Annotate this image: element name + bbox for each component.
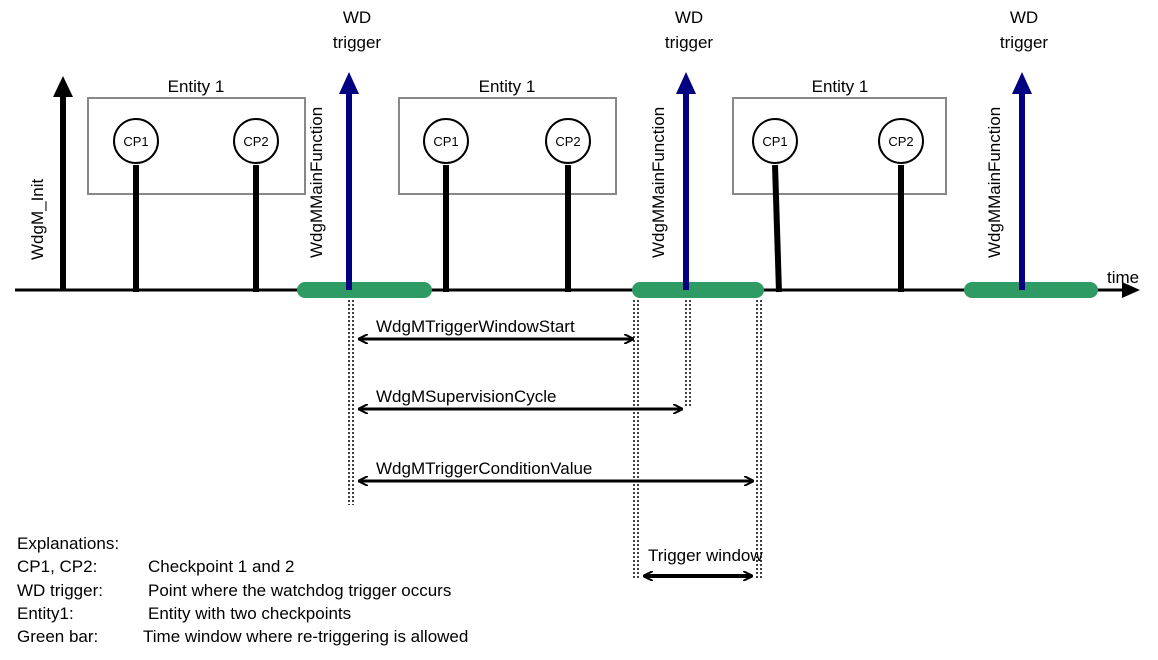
cp1-label: CP1 bbox=[123, 134, 148, 149]
explanations-title: Explanations: bbox=[17, 534, 119, 553]
trigger-window-dimension: Trigger window bbox=[644, 546, 763, 576]
entity-label: Entity 1 bbox=[479, 77, 536, 96]
cp1-label: CP1 bbox=[762, 134, 787, 149]
explanation-desc: Point where the watchdog trigger occurs bbox=[148, 581, 451, 600]
main-function-label: WdgMMainFunction bbox=[985, 107, 1004, 258]
wd-trigger-label-line2: trigger bbox=[1000, 33, 1049, 52]
explanation-term: Entity1: bbox=[17, 604, 74, 623]
wd-trigger-3: WdgMMainFunction WD trigger bbox=[985, 8, 1048, 290]
checkpoint-cp2-c: CP2 bbox=[878, 118, 924, 292]
wd-trigger-2: WdgMMainFunction WD trigger bbox=[649, 8, 713, 290]
explanation-desc: Time window where re-triggering is allow… bbox=[143, 627, 468, 646]
wd-trigger-label-line2: trigger bbox=[665, 33, 714, 52]
main-function-label: WdgMMainFunction bbox=[649, 107, 668, 258]
init-arrowhead bbox=[53, 76, 73, 97]
time-label: time bbox=[1107, 268, 1139, 287]
dotted-reference-lines bbox=[348, 300, 762, 580]
wd-trigger-label-line2: trigger bbox=[333, 33, 382, 52]
entity-box-3: Entity 1 bbox=[732, 77, 947, 195]
trigger-window-start-dimension: WdgMTriggerWindowStart bbox=[359, 317, 633, 339]
wd-trigger-1: WdgMMainFunction WD trigger bbox=[307, 8, 381, 290]
supervision-cycle-dimension: WdgMSupervisionCycle bbox=[359, 387, 682, 409]
wd-trigger-label-line1: WD bbox=[675, 8, 703, 27]
init-label: WdgM_Init bbox=[28, 178, 47, 260]
cp2-label: CP2 bbox=[555, 134, 580, 149]
explanations: Explanations: CP1, CP2: Checkpoint 1 and… bbox=[17, 534, 468, 646]
explanation-term: WD trigger: bbox=[17, 581, 103, 600]
checkpoint-cp1-c: CP1 bbox=[752, 118, 798, 293]
cp2-label: CP2 bbox=[243, 134, 268, 149]
supervision-cycle-label: WdgMSupervisionCycle bbox=[376, 387, 556, 406]
trigger-window-start-label: WdgMTriggerWindowStart bbox=[376, 317, 575, 336]
explanation-desc: Checkpoint 1 and 2 bbox=[148, 557, 295, 576]
cp1-label: CP1 bbox=[433, 134, 458, 149]
explanation-term: Green bar: bbox=[17, 627, 98, 646]
checkpoint-cp1-b: CP1 bbox=[423, 118, 469, 292]
wd-trigger-label-line1: WD bbox=[343, 8, 371, 27]
entity-box-1: Entity 1 bbox=[87, 77, 306, 195]
entity-box-2: Entity 1 bbox=[398, 77, 617, 195]
explanation-desc: Entity with two checkpoints bbox=[148, 604, 351, 623]
wd-trigger-label-line1: WD bbox=[1010, 8, 1038, 27]
checkpoint-cp1-a: CP1 bbox=[113, 118, 159, 292]
time-axis-arrowhead bbox=[1122, 282, 1140, 298]
trigger-condition-value-label: WdgMTriggerConditionValue bbox=[376, 459, 592, 478]
entity-label: Entity 1 bbox=[812, 77, 869, 96]
trigger-condition-value-dimension: WdgMTriggerConditionValue bbox=[359, 459, 753, 481]
main-function-label: WdgMMainFunction bbox=[307, 107, 326, 258]
explanation-term: CP1, CP2: bbox=[17, 557, 97, 576]
checkpoint-cp2-a: CP2 bbox=[233, 118, 279, 292]
entity-label: Entity 1 bbox=[168, 77, 225, 96]
checkpoint-cp2-b: CP2 bbox=[545, 118, 591, 292]
trigger-window-label: Trigger window bbox=[648, 546, 763, 565]
cp2-label: CP2 bbox=[888, 134, 913, 149]
